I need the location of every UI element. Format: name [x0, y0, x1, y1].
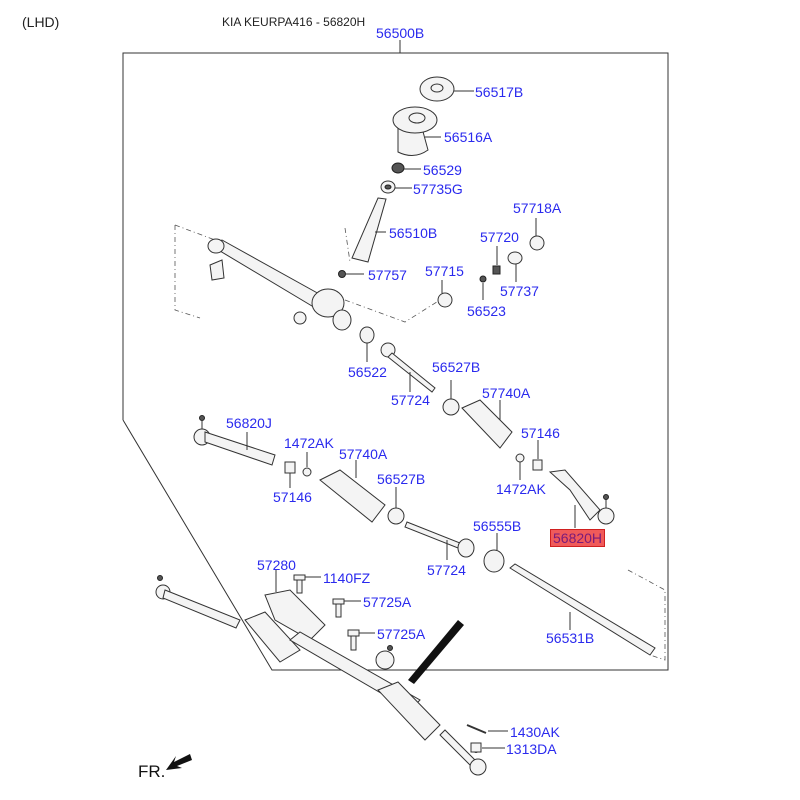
label-1472AK-right[interactable]: 1472AK — [496, 481, 546, 497]
part-1430AK-pin[interactable] — [466, 724, 508, 734]
label-57757[interactable]: 57757 — [368, 267, 407, 283]
diagram-title: KIA KEURPA416 - 56820H — [222, 15, 366, 29]
part-57146-left[interactable] — [284, 461, 296, 488]
label-57737[interactable]: 57737 — [500, 283, 539, 299]
part-gear-housing-upper — [207, 238, 352, 331]
part-56517B[interactable] — [419, 76, 474, 102]
front-direction-arrow-icon — [166, 754, 192, 770]
part-57735G[interactable] — [380, 180, 412, 194]
part-57737[interactable] — [507, 251, 523, 282]
part-1472AK-left[interactable] — [302, 452, 312, 477]
label-56523[interactable]: 56523 — [467, 303, 506, 319]
part-1140FZ-bolt[interactable] — [293, 574, 321, 594]
part-56820J[interactable] — [193, 415, 276, 466]
part-57720[interactable] — [492, 246, 501, 275]
label-56820J[interactable]: 56820J — [226, 415, 272, 431]
part-56523[interactable] — [479, 275, 487, 300]
part-56529[interactable] — [391, 162, 421, 174]
front-direction-label: FR. — [138, 762, 166, 781]
part-57725A-bolt-2[interactable] — [347, 629, 375, 651]
part-57740A-right[interactable] — [461, 399, 513, 449]
part-57740A-left[interactable] — [319, 460, 386, 523]
label-57718A[interactable]: 57718A — [513, 200, 562, 216]
part-57280-cover[interactable] — [264, 570, 326, 641]
part-57146-right[interactable] — [532, 440, 543, 471]
label-57740A-left[interactable]: 57740A — [339, 446, 388, 462]
label-56555B[interactable]: 56555B — [473, 518, 522, 534]
label-56522[interactable]: 56522 — [348, 364, 387, 380]
label-57735G[interactable]: 57735G — [413, 181, 463, 197]
label-1313DA[interactable]: 1313DA — [506, 741, 557, 757]
part-56555B[interactable] — [483, 533, 505, 573]
label-57720[interactable]: 57720 — [480, 229, 519, 245]
label-56531B[interactable]: 56531B — [546, 630, 595, 646]
part-56527B-left[interactable] — [387, 487, 405, 525]
part-57757[interactable] — [338, 270, 365, 278]
part-1313DA-nut[interactable] — [470, 742, 505, 753]
label-56820H-highlighted[interactable]: 56820H — [550, 529, 606, 547]
drive-side-label: (LHD) — [22, 14, 60, 30]
part-57725A-bolt-1[interactable] — [332, 598, 361, 618]
part-1472AK-right[interactable] — [515, 453, 525, 480]
lower-assembly — [155, 575, 487, 776]
part-56527B-right[interactable] — [442, 380, 460, 416]
label-1430AK[interactable]: 1430AK — [510, 724, 560, 740]
label-1472AK-left[interactable]: 1472AK — [284, 435, 334, 451]
label-56527B-left[interactable]: 56527B — [377, 471, 426, 487]
label-56500B[interactable]: 56500B — [376, 25, 425, 41]
part-57715[interactable] — [437, 280, 453, 308]
part-56516A[interactable] — [392, 106, 441, 156]
housing-dashed-outline — [174, 224, 441, 323]
part-57718A[interactable] — [529, 218, 545, 251]
label-56517B[interactable]: 56517B — [475, 84, 524, 100]
assembly-frame — [122, 40, 669, 671]
part-57724-left[interactable] — [404, 521, 475, 560]
label-56529[interactable]: 56529 — [423, 162, 462, 178]
label-57146-left[interactable]: 57146 — [273, 489, 312, 505]
part-56531B[interactable] — [509, 563, 656, 656]
label-57724-right[interactable]: 57724 — [391, 392, 430, 408]
label-57725A-2[interactable]: 57725A — [377, 626, 426, 642]
label-1140FZ[interactable]: 1140FZ — [323, 570, 371, 586]
label-57146-right[interactable]: 57146 — [521, 425, 560, 441]
part-56522[interactable] — [359, 326, 375, 362]
label-56510B[interactable]: 56510B — [389, 225, 438, 241]
label-56527B-right[interactable]: 56527B — [432, 359, 481, 375]
label-56516A[interactable]: 56516A — [444, 129, 493, 145]
part-56820H[interactable] — [548, 469, 615, 528]
label-57715[interactable]: 57715 — [425, 263, 464, 279]
part-57724-right[interactable] — [380, 342, 436, 393]
label-57740A-right[interactable]: 57740A — [482, 385, 531, 401]
part-56510B[interactable] — [351, 197, 387, 263]
label-57725A-1[interactable]: 57725A — [363, 594, 412, 610]
label-57724-left[interactable]: 57724 — [427, 562, 466, 578]
label-57280[interactable]: 57280 — [257, 557, 296, 573]
